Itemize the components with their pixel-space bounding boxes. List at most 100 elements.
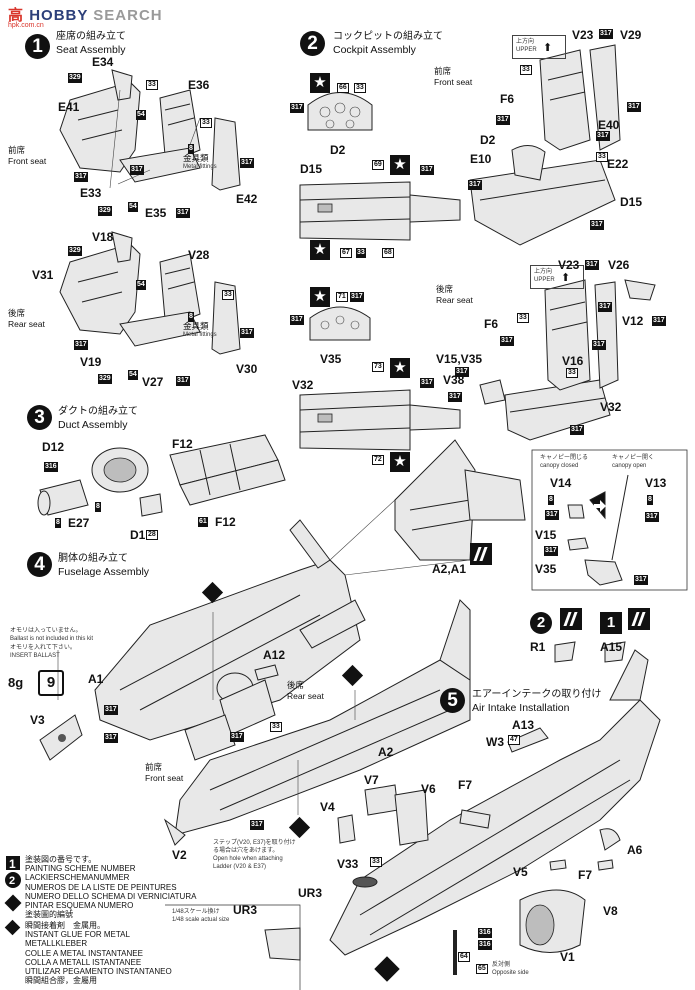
part-label-V15V35: V15,V35 <box>436 352 483 366</box>
painting-scheme-star-icon: ★ <box>310 287 330 307</box>
part-number-badge: 317 <box>448 392 462 402</box>
part-label-A1: A1 <box>88 672 104 686</box>
part-number-badge: 67 <box>340 248 352 258</box>
scale-box <box>165 904 301 990</box>
step-1-title-jp: 座席の組み立て <box>56 31 126 42</box>
part-label-D1: D1 <box>130 528 146 542</box>
part-label-V23: V23 <box>572 28 594 42</box>
part-number-badge: 317 <box>596 131 610 141</box>
part-label-V5: V5 <box>513 865 528 879</box>
part-number-badge: 317 <box>545 510 559 520</box>
part-label-V31: V31 <box>32 268 54 282</box>
part-label-V28: V28 <box>188 248 210 262</box>
painting-scheme-stripes-icon <box>560 608 582 630</box>
part-number-badge: 329 <box>68 73 82 83</box>
ballast-jp: オモリは入っていません。 <box>10 628 82 634</box>
scale-note-jp: 1/48スケール換け <box>172 909 220 915</box>
part-number-badge: 33 <box>356 248 366 258</box>
part-label-V8: V8 <box>603 904 618 918</box>
rear-seat-jp: 後席 <box>287 680 305 690</box>
svg-text:1: 1 <box>9 857 16 871</box>
part-label-V32: V32 <box>292 378 314 392</box>
part-number-badge: 33 <box>270 722 282 732</box>
fuselage-drawing <box>39 519 471 846</box>
painting-scheme-stripes-icon <box>470 543 492 565</box>
canopy-open-en: canopy open <box>612 463 647 469</box>
part-number-badge: 317 <box>104 733 118 743</box>
canopy-closed-jp: キャノピー閉じる <box>540 455 589 461</box>
step-5-title-jp: エアーインテークの取り付け <box>472 689 602 700</box>
part-label-E41: E41 <box>58 100 80 114</box>
part-label-E22: E22 <box>607 157 629 171</box>
step-5-title-en: Air Intake Installation <box>472 702 570 714</box>
part-number-badge: 317 <box>240 328 254 338</box>
step-3-title-en: Duct Assembly <box>58 419 128 431</box>
part-label-V32b: V32 <box>600 400 622 414</box>
front-seat-drawing <box>59 69 241 191</box>
painting-scheme-star-icon: ★ <box>390 358 410 378</box>
part-number-badge: 317 <box>496 115 510 125</box>
step-1-title-en: Seat Assembly <box>56 44 126 56</box>
part-number-badge: 33 <box>354 83 366 93</box>
part-label-V16: V16 <box>562 354 584 368</box>
front-seat-jp: 前席 <box>8 145 26 155</box>
cockpit-front-install-drawing <box>469 44 621 246</box>
part-label-F12b: F12 <box>215 515 236 529</box>
cockpit-tub-drawing <box>299 181 461 451</box>
step-2-title-jp: コックピットの組み立て <box>333 31 443 42</box>
part-number-badge: 317 <box>230 732 244 742</box>
part-number-badge: 317 <box>240 158 254 168</box>
canopy-closed-en: canopy closed <box>540 463 579 469</box>
part-number-badge: 69 <box>372 160 384 170</box>
painting-scheme-2-icon: 2 <box>530 612 552 634</box>
part-label-E27: E27 <box>68 516 90 530</box>
arrow-up-icon: ⬆ <box>543 42 553 54</box>
painting-scheme-star-icon: ★ <box>310 240 330 260</box>
part-label-V29: V29 <box>620 28 642 42</box>
part-number-badge: 317 <box>176 376 190 386</box>
metal-fittings-en: Metal fittings <box>183 332 217 338</box>
part-label-V19: V19 <box>80 355 102 369</box>
ladder-jp1: ステップ(V20, E37)を取り付け <box>213 840 296 846</box>
part-number-badge: 8 <box>95 502 101 512</box>
painting-scheme-1-icon: 1 <box>600 612 622 634</box>
ladder-en1: Open hole when attaching <box>213 856 283 862</box>
part-label-E10: E10 <box>470 152 492 166</box>
opposite-side-en: Opposite side <box>492 970 529 976</box>
upper-direction-box: 上方向 UPPER ⬆ <box>530 265 584 289</box>
part-number-badge: 65 <box>476 964 488 974</box>
part-number-badge: 8 <box>548 495 554 505</box>
part-number-badge: 316 <box>478 928 492 938</box>
front-seat-en: Front seat <box>8 156 47 166</box>
part-number-badge: 33 <box>566 368 578 378</box>
front-seat-en: Front seat <box>145 773 184 783</box>
part-label-E35: E35 <box>145 206 167 220</box>
part-label-V7: V7 <box>364 773 379 787</box>
part-label-F7b: F7 <box>578 868 593 882</box>
part-number-badge: 317 <box>104 705 118 715</box>
part-number-badge: 329 <box>98 206 112 216</box>
part-number-badge: 68 <box>382 248 394 258</box>
watermark-sub: hpk.com.cn <box>8 22 44 29</box>
watermark: 高 HOBBY SEARCH <box>8 7 163 24</box>
ladder-en2: Ladder (V20 & E37) <box>213 864 267 870</box>
front-seat-jp: 前席 <box>145 762 163 772</box>
part-number-badge: 317 <box>598 302 612 312</box>
part-number-badge: 317 <box>130 165 144 175</box>
step-2-title-en: Cockpit Assembly <box>333 44 416 56</box>
part-number-badge: 317 <box>585 260 599 270</box>
scale-note-en: 1/48 scale actual size <box>172 917 230 923</box>
part-number-badge: 33 <box>200 118 212 128</box>
part-label-D2b: D2 <box>480 133 496 147</box>
legend-painting-scheme: 塗装図の番号です。 PAINTING SCHEME NUMBER LACKIER… <box>25 855 197 920</box>
rear-seat-jp: 後席 <box>8 308 26 318</box>
part-number-badge: 317 <box>627 102 641 112</box>
part-label-A6: A6 <box>627 843 643 857</box>
part-number-badge: 8 <box>647 495 653 505</box>
legend-instant-glue: 瞬間接着剤 金属用。 INSTANT GLUE FOR METAL METALL… <box>25 921 172 986</box>
metal-fittings-jp: 金具類 <box>183 321 209 331</box>
legend-pictos: 1 2 <box>4 856 22 912</box>
instrument-panel-drawing <box>307 92 373 341</box>
ballast-part-icon: 9 <box>38 670 64 696</box>
